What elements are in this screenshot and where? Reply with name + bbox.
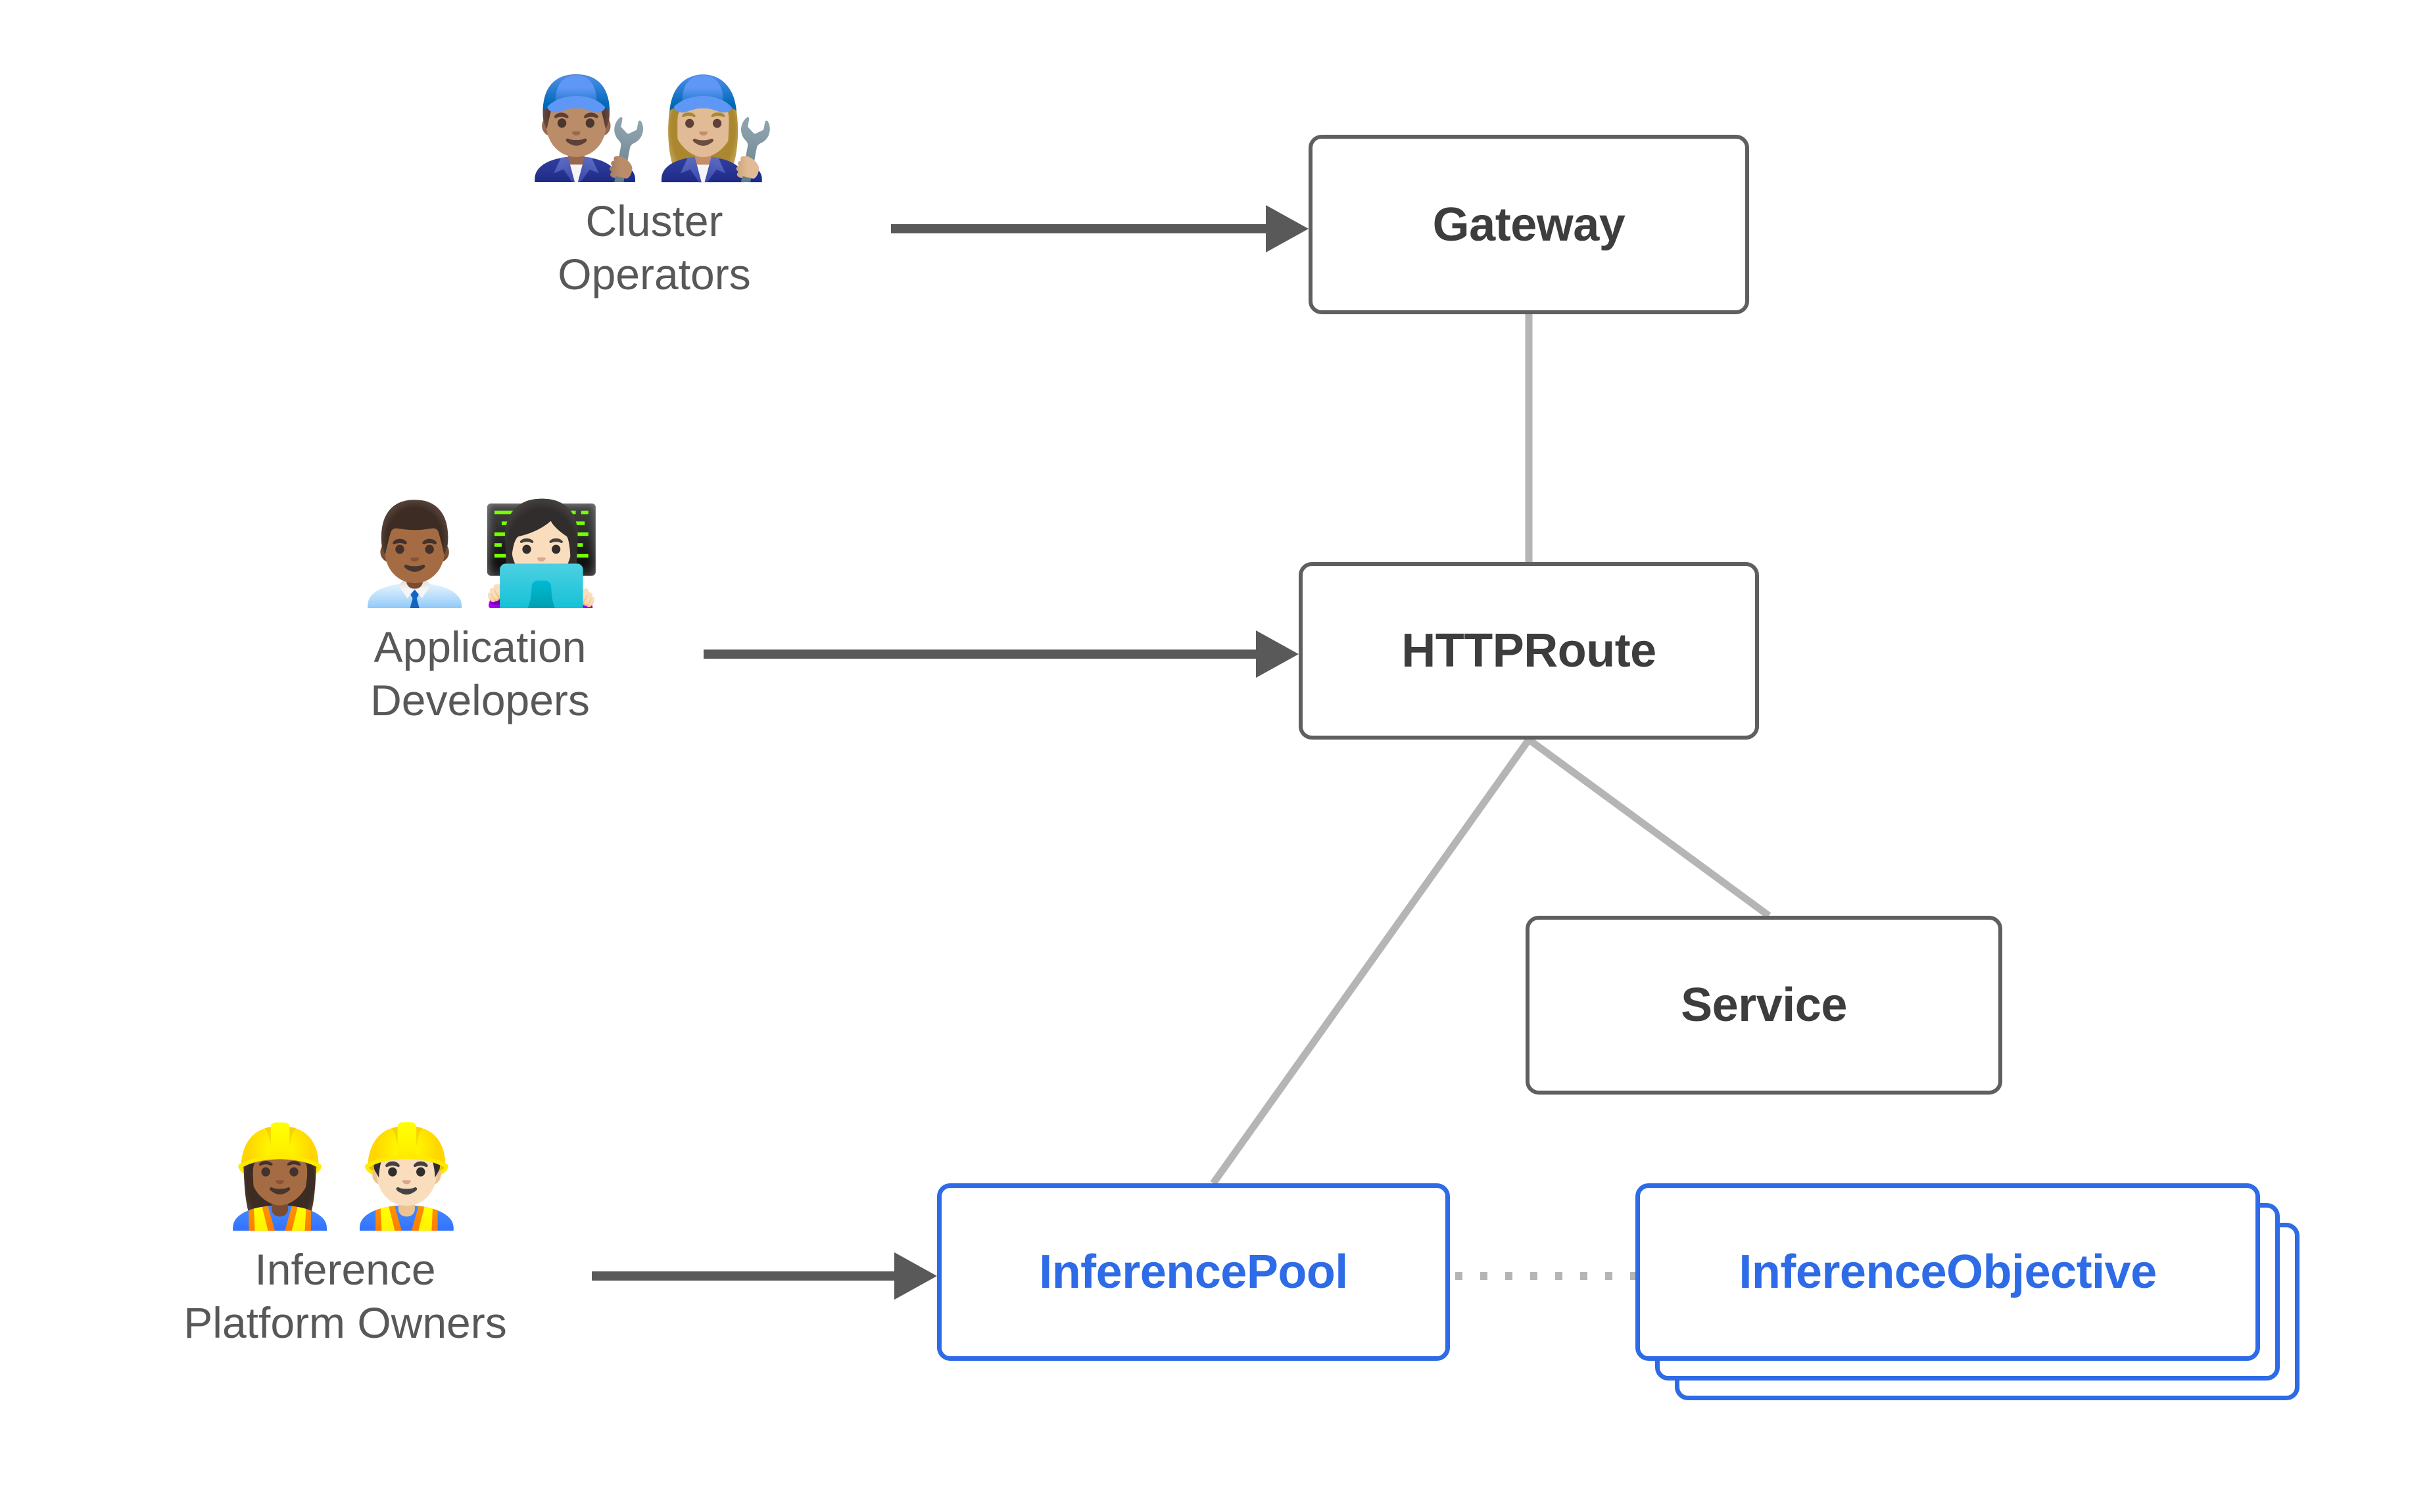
application-developers-label: Application Developers bbox=[370, 623, 590, 724]
node-gateway-label: Gateway bbox=[1432, 198, 1626, 251]
node-inferencepool-label: InferencePool bbox=[1039, 1246, 1348, 1298]
application-developers-emoji-pair: 👨🏾‍💼👩🏻‍💻 bbox=[353, 497, 607, 611]
node-inferencepool[interactable]: InferencePool bbox=[937, 1183, 1450, 1361]
arrow-inference-platform-owners-to-inferencepool bbox=[592, 1252, 937, 1300]
arrow-cluster-operators-to-gateway bbox=[891, 205, 1309, 252]
node-service-label: Service bbox=[1681, 979, 1847, 1031]
inference-platform-owners-label: Inference Platform Owners bbox=[183, 1245, 507, 1347]
node-gateway[interactable]: Gateway bbox=[1309, 135, 1749, 314]
inference-platform-owners-emoji-pair: 👷🏾‍♀️👷🏻‍♂️ bbox=[218, 1120, 472, 1234]
cluster-operators-label: Cluster Operators bbox=[558, 197, 751, 298]
actor-cluster-operators: 👨🏽‍🔧👩🏼‍🔧 Cluster Operators bbox=[483, 79, 825, 300]
edge-httproute-inferencepool bbox=[1210, 737, 1532, 1186]
node-service[interactable]: Service bbox=[1526, 916, 2002, 1095]
actor-inference-platform-owners: 👷🏾‍♀️👷🏻‍♂️ Inference Platform Owners bbox=[122, 1127, 569, 1349]
node-inferenceobjective-stack[interactable]: InferenceObjective bbox=[1635, 1183, 2300, 1400]
node-httproute[interactable]: HTTPRoute bbox=[1299, 562, 1759, 740]
node-httproute-label: HTTPRoute bbox=[1401, 625, 1656, 677]
node-inferenceobjective[interactable]: InferenceObjective bbox=[1635, 1183, 2260, 1361]
arrow-application-developers-to-httproute bbox=[704, 630, 1299, 678]
actor-application-developers: 👨🏾‍💼👩🏻‍💻 Application Developers bbox=[296, 505, 664, 726]
edge-httproute-service bbox=[1526, 736, 1771, 919]
cluster-operators-emoji-pair: 👨🏽‍🔧👩🏼‍🔧 bbox=[527, 71, 781, 185]
node-inferenceobjective-label: InferenceObjective bbox=[1739, 1246, 2157, 1298]
